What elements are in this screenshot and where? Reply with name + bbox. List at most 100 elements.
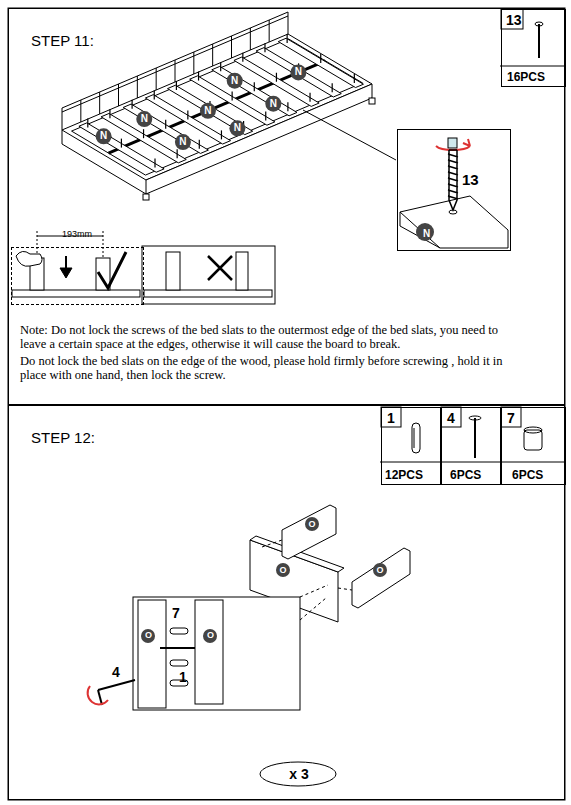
post (166, 252, 180, 290)
screw (276, 73, 277, 82)
allen-key (98, 680, 135, 690)
parts-cell: 112PCS (381, 407, 441, 485)
dowel-icon (414, 428, 415, 448)
part-letter-disc (373, 563, 387, 577)
part-icons (380, 9, 565, 462)
slat (278, 38, 363, 87)
rotation-arrow (463, 139, 470, 146)
headboard-board (193, 52, 194, 74)
press-arrow (60, 268, 72, 278)
screw (165, 120, 166, 129)
part-letter-disc (229, 120, 245, 136)
part-letter-disc (203, 629, 217, 643)
board (138, 600, 166, 708)
dowel-icon (412, 423, 420, 453)
slat (144, 290, 272, 297)
screw (320, 54, 321, 63)
detail-box: 193mm (11, 247, 144, 305)
dowel (170, 628, 188, 634)
node-text: 7 (172, 606, 180, 621)
headboard-board (231, 36, 232, 58)
part-letter-disc (141, 629, 155, 643)
part-letter-disc (175, 134, 191, 150)
slat (79, 123, 164, 172)
repeat-badge: x 3 (263, 764, 335, 786)
slat (101, 113, 186, 162)
slat (168, 85, 253, 134)
callout-number: 4 (112, 664, 120, 680)
zoom-detail (303, 110, 508, 248)
leader-line (262, 540, 282, 547)
part-letter: N (179, 136, 186, 148)
part-letter-disc (136, 111, 152, 127)
headboard-board (137, 76, 138, 98)
screw (87, 119, 88, 128)
side-board (282, 505, 336, 559)
slat (212, 66, 297, 115)
part-letter-disc (227, 73, 243, 89)
node-text: 13 (506, 13, 522, 28)
part-number-cell (441, 407, 461, 427)
node-text: 6PCS (512, 469, 543, 482)
dimension-line (103, 231, 104, 258)
rotation-arrow (88, 686, 108, 704)
headboard-board (250, 28, 251, 50)
headboard-board (62, 108, 63, 130)
screw (198, 72, 199, 81)
screw (221, 130, 222, 139)
slat (400, 212, 440, 248)
node-text: O (207, 631, 214, 641)
parts-cell: 7 6PCS (501, 407, 566, 485)
screw-icon (535, 22, 543, 26)
screw (287, 34, 288, 43)
node-text: O (145, 631, 152, 641)
part-letter-disc (305, 517, 319, 531)
slat (123, 104, 208, 153)
check-mark (98, 252, 126, 288)
node-text: STEP 12: (31, 430, 95, 447)
node-text: STEP 11: (31, 33, 94, 50)
node-text: x 3 (289, 767, 308, 782)
screw (187, 110, 188, 119)
headboard-board (156, 68, 157, 90)
part-letter-disc (290, 64, 306, 80)
table-rule (500, 66, 565, 67)
part-letter: O (376, 565, 383, 575)
screw (121, 139, 122, 148)
part-letter-disc (265, 96, 281, 112)
screw (332, 83, 333, 92)
bolt (160, 647, 195, 649)
screw (287, 102, 288, 111)
bolt-icon (474, 418, 476, 458)
screw (143, 129, 144, 138)
side-rail (146, 84, 372, 194)
leg (143, 194, 149, 200)
hand (16, 251, 42, 266)
slat (12, 290, 140, 297)
part-letter: N (295, 67, 302, 79)
part-number-cell (501, 407, 521, 427)
part-letter: O (308, 519, 315, 529)
node-text: 4 (447, 411, 455, 426)
leg (369, 98, 375, 104)
part-letter: N (270, 98, 277, 110)
screw (199, 140, 200, 149)
slat (400, 196, 508, 248)
allen-key (98, 690, 102, 705)
screwdriver (448, 138, 457, 148)
screw (254, 82, 255, 91)
leader-line (338, 588, 352, 590)
headboard-board (269, 20, 270, 42)
screw (154, 90, 155, 99)
headboard-board (288, 12, 289, 34)
node-text: 7 (507, 411, 515, 426)
screw (242, 53, 243, 62)
cross-mark (208, 256, 232, 280)
node-text: 16PCS (507, 71, 545, 84)
screw (109, 109, 110, 118)
leader-line (300, 598, 326, 620)
bolt-icon (469, 416, 481, 420)
headboard-board (80, 100, 81, 122)
